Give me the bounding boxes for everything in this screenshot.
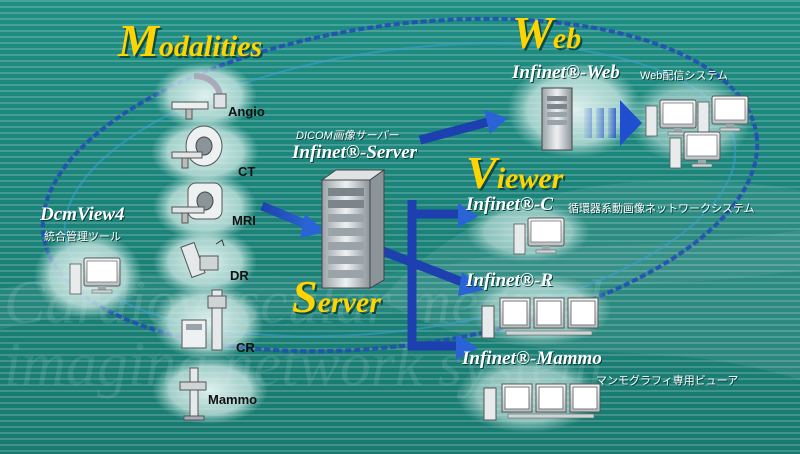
web-description: Web配信システム — [640, 70, 729, 82]
dcmview-description: 統合管理ツール — [44, 231, 121, 243]
web-heading-cap: W — [512, 7, 553, 58]
viewer-heading-rest: iewer — [496, 162, 564, 195]
viewer-heading-cap: V — [466, 147, 497, 198]
viewer-r-workstation-icon — [481, 297, 599, 339]
modality-label-angio: Angio — [228, 104, 265, 119]
angio-machine-icon — [171, 73, 227, 120]
ct-scanner-icon — [171, 125, 223, 169]
server-heading-rest: erver — [317, 286, 381, 319]
server-heading-cap: S — [292, 271, 318, 322]
modality-label-ct: CT — [238, 164, 256, 179]
modality-label-cr: CR — [236, 340, 255, 355]
modality-label-mri: MRI — [232, 213, 256, 228]
modality-label-dr: DR — [230, 268, 249, 283]
viewer-mammo-workstation-icon — [483, 383, 601, 421]
web-product: Infinet®-Web — [512, 62, 620, 83]
server-tower-icon — [320, 169, 386, 289]
cr-unit-icon — [181, 289, 227, 351]
server-caption: DICOM画像サーバー — [296, 130, 399, 142]
web-heading: Web — [512, 6, 581, 59]
viewer-mammo-description: マンモグラフィ専用ビューア — [596, 375, 739, 387]
modalities-heading: Modalities — [118, 14, 262, 67]
server-heading: Server — [292, 270, 381, 323]
dr-unit-icon — [180, 239, 225, 279]
mri-scanner-icon — [171, 182, 223, 224]
viewer-mammo-product: Infinet®-Mammo — [462, 348, 602, 369]
modality-label-mammo: Mammo — [208, 392, 258, 407]
viewer-c-description: 循環器系動画像ネットワークシステム — [568, 203, 755, 215]
modalities-heading-cap: M — [118, 15, 159, 66]
mammography-unit-icon — [179, 367, 207, 421]
dcmview-title: DcmView4 — [40, 204, 125, 225]
viewer-heading: Viewer — [466, 146, 563, 199]
server-product: Infinet®-Server — [292, 142, 418, 163]
web-heading-rest: eb — [552, 22, 582, 55]
web-server-icon — [541, 87, 573, 151]
modalities-heading-rest: odalities — [158, 30, 263, 63]
viewer-c-product: Infinet®-C — [466, 194, 554, 215]
viewer-r-product: Infinet®-R — [466, 270, 554, 291]
